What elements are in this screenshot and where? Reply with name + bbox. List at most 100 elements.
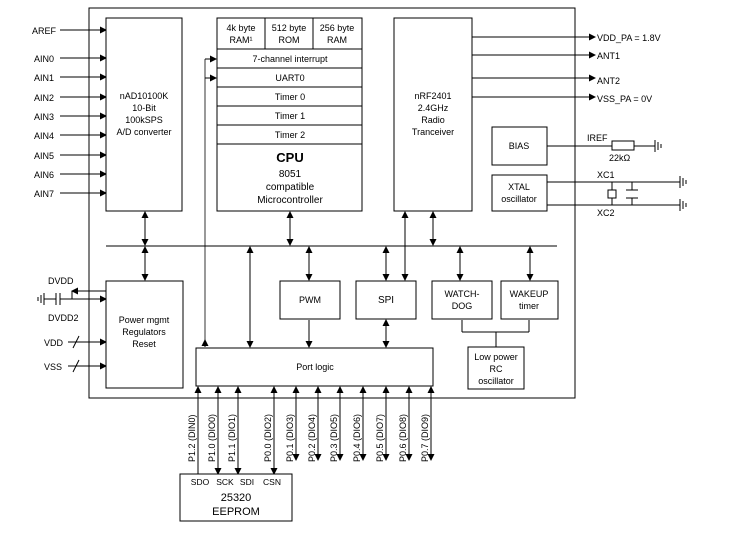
adc-line-3: 100kSPS (125, 115, 163, 125)
wakeup-block: WAKEUP timer (500, 280, 559, 320)
port-pin-label: P1.2 (DIN0) (187, 414, 197, 462)
ground-icon (37, 293, 45, 305)
adc-block: nAD10100K 10-Bit 100kSPS A/D converter (105, 17, 183, 212)
pin-label-ain5: AIN5 (34, 151, 54, 161)
power-line-1: Power mgmt (119, 315, 170, 325)
ram256-line-2: RAM (327, 35, 347, 45)
power-line-2: Regulators (122, 327, 166, 337)
timer0-label: Timer 0 (275, 92, 305, 102)
vdd-bus-slash (72, 335, 80, 349)
eeprom-pin-sdo: SDO (191, 477, 210, 487)
ground-icon (679, 199, 687, 211)
pin-label-ain0: AIN0 (34, 54, 54, 64)
port-logic-label: Port logic (296, 362, 334, 372)
pin-label-dvdd: DVDD (48, 276, 74, 286)
port-pin-label: P0.0 (DIO2) (263, 414, 273, 462)
wakeup-line-2: timer (519, 301, 539, 311)
pin-label-vdd: VDD (44, 338, 64, 348)
spi-block: SPI (355, 280, 417, 320)
interrupt-label: 7-channel interrupt (252, 54, 328, 64)
ground-icon (654, 140, 662, 152)
port-pin-label: P0.6 (DIO8) (398, 414, 408, 462)
bias-label: BIAS (509, 141, 530, 151)
eeprom-pin-sdi: SDI (240, 477, 254, 487)
vss-bus-slash (72, 359, 80, 373)
port-pin-label: P0.3 (DIO5) (329, 414, 339, 462)
ram4k-line-1: 4k byte (226, 23, 255, 33)
eeprom-line-1: 25320 (221, 492, 252, 504)
ground-icon (679, 176, 687, 188)
xtal-line-1: XTAL (508, 182, 530, 192)
port-pin-label: P0.7 (DIO9) (420, 414, 430, 462)
timer1-label: Timer 1 (275, 111, 305, 121)
xtal-block: XTAL oscillator XC1 XC2 (491, 170, 687, 218)
uart-label: UART0 (275, 73, 304, 83)
cpu-line-3: Microcontroller (257, 195, 323, 206)
rc-osc-block: Low power RC oscillator (467, 346, 525, 390)
resistor-value: 22kΩ (609, 153, 631, 163)
pin-label-ant1: ANT1 (597, 51, 620, 61)
pin-label-ain3: AIN3 (34, 112, 54, 122)
radio-pin-group: VDD_PA = 1.8V ANT1 ANT2 VSS_PA = 0V (472, 33, 661, 104)
pin-label-vss-pa: VSS_PA = 0V (597, 94, 652, 104)
radio-block: nRF2401 2.4GHz Radio Tranceiver (393, 17, 473, 212)
port-logic-block: Port logic (195, 347, 434, 387)
watchdog-line-2: DOG (452, 301, 473, 311)
radio-line-1: nRF2401 (414, 91, 451, 101)
power-line-3: Reset (132, 339, 156, 349)
adc-line-4: A/D converter (116, 127, 171, 137)
radio-line-3: Radio (421, 115, 445, 125)
resistor-icon (611, 140, 635, 151)
spi-label: SPI (378, 295, 394, 306)
port-pin-label: P0.1 (DIO3) (285, 414, 295, 462)
power-block: Power mgmt Regulators Reset (105, 280, 184, 389)
cpu-line-1: 8051 (279, 169, 302, 180)
pin-label-xc2: XC2 (597, 208, 615, 218)
rom512-line-1: 512 byte (272, 23, 307, 33)
ram4k-line-2: RAM¹ (230, 35, 253, 45)
eeprom-block: SDO SCK SDI CSN 25320 EEPROM (179, 473, 293, 522)
pin-label-xc1: XC1 (597, 170, 615, 180)
xtal-line-2: oscillator (501, 194, 537, 204)
port-pin-label: P1.1 (DIO1) (227, 414, 237, 462)
watchdog-line-1: WATCH- (445, 289, 480, 299)
cpu-block: 4k byte RAM¹ 512 byte ROM 256 byte RAM 7… (216, 17, 363, 212)
pin-label-iref: IREF (587, 133, 608, 143)
port-pin-group: P1.2 (DIN0) P1.0 (DIO0) P1.1 (DIO1) P0.0 (D… (187, 386, 435, 475)
port-pin-label: P0.2 (DIO4) (307, 414, 317, 462)
eeprom-line-2: EEPROM (212, 506, 260, 518)
pin-label-vss: VSS (44, 362, 62, 372)
wakeup-line-1: WAKEUP (510, 289, 549, 299)
pin-label-ain6: AIN6 (34, 170, 54, 180)
pin-label-ain7: AIN7 (34, 189, 54, 199)
adc-line-1: nAD10100K (120, 91, 169, 101)
pin-label-ain2: AIN2 (34, 93, 54, 103)
pwm-label: PWM (299, 295, 321, 305)
timer2-label: Timer 2 (275, 130, 305, 140)
cpu-title: CPU (276, 150, 303, 165)
radio-line-4: Tranceiver (412, 127, 454, 137)
crystal-icon (607, 182, 638, 205)
watchdog-block: WATCH- DOG (431, 280, 493, 320)
bias-block: BIAS IREF 22kΩ (491, 126, 662, 166)
cpu-line-2: compatible (266, 182, 315, 193)
eeprom-pin-sck: SCK (216, 477, 234, 487)
eeprom-pin-csn: CSN (263, 477, 281, 487)
left-pin-group: AREF AIN0 AIN1 AIN2 AIN3 AIN4 AIN5 AIN6 … (32, 26, 107, 373)
port-pin-label: P0.4 (DIO6) (352, 414, 362, 462)
rc-line-2: RC (490, 364, 503, 374)
pin-label-aref: AREF (32, 26, 57, 36)
ram256-line-1: 256 byte (320, 23, 355, 33)
adc-line-2: 10-Bit (132, 103, 156, 113)
pin-label-ain4: AIN4 (34, 131, 54, 141)
pin-label-ant2: ANT2 (597, 76, 620, 86)
rom512-line-2: ROM (279, 35, 300, 45)
pin-label-vdd-pa: VDD_PA = 1.8V (597, 33, 661, 43)
radio-line-2: 2.4GHz (418, 103, 449, 113)
rc-line-3: oscillator (478, 376, 514, 386)
port-pin-label: P1.0 (DIO0) (207, 414, 217, 462)
port-pin-label: P0.5 (DIO7) (375, 414, 385, 462)
pin-label-dvdd2: DVDD2 (48, 313, 79, 323)
pwm-block: PWM (279, 280, 341, 320)
